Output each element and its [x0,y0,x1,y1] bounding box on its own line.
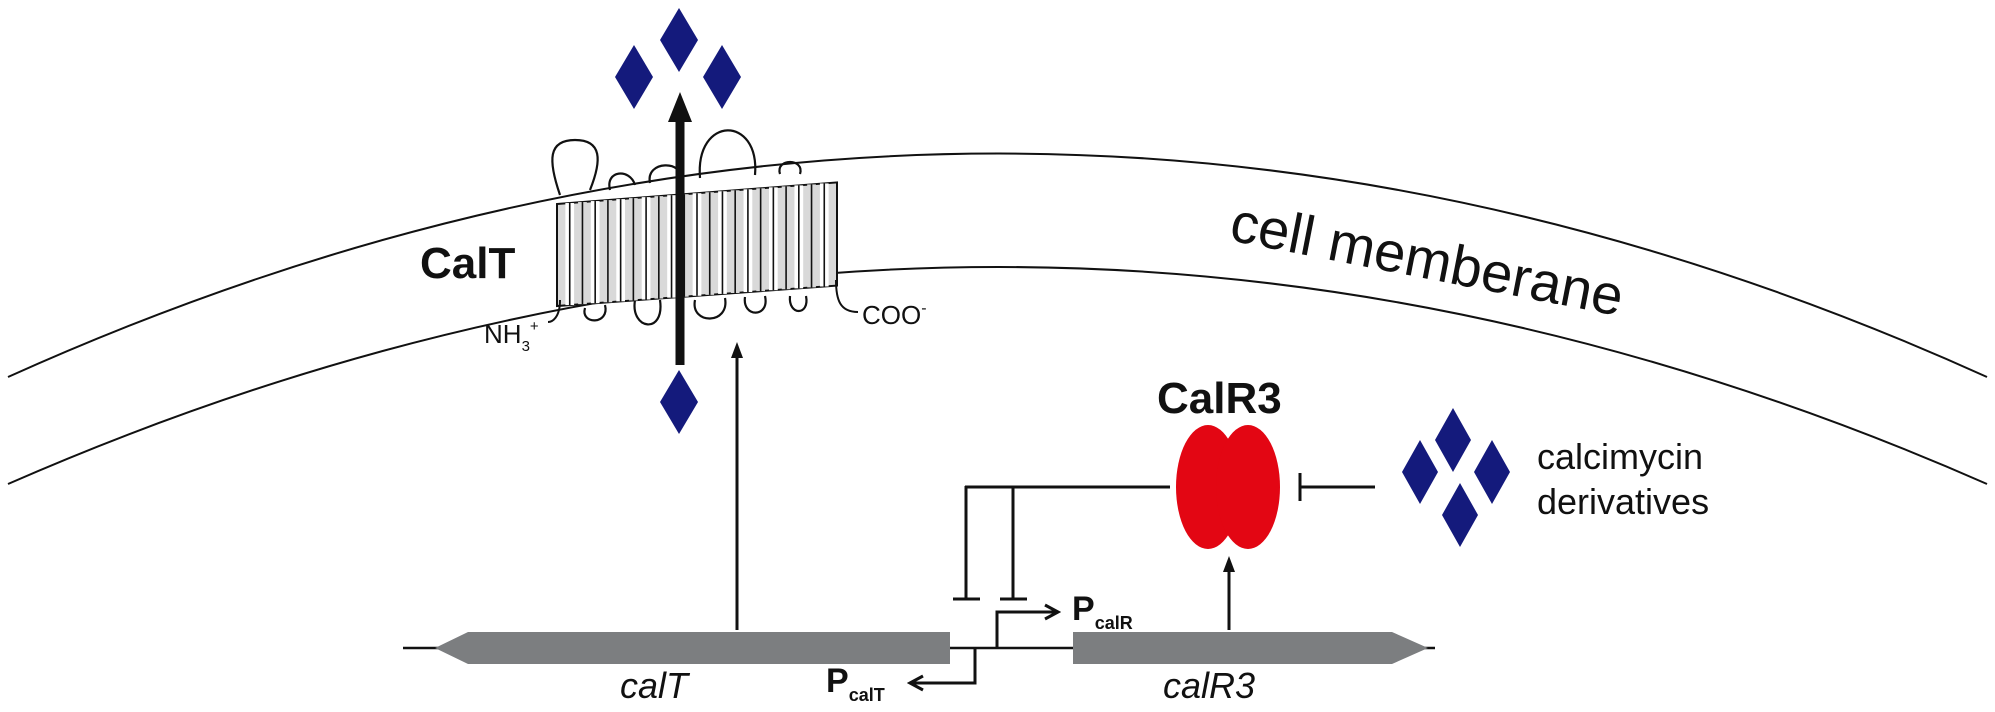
calr3-lobe-right [1216,425,1280,549]
ligand-diamond [1435,408,1471,472]
membrane-inner-arc [7,266,1988,485]
membrane-outer-arc [7,152,1988,378]
ligand-label-line2: derivatives [1537,481,1709,522]
promoter-calt-arrow [910,647,977,683]
c-terminus-label: COO- [862,300,927,330]
promoter-calr-arrow [995,612,1058,647]
calr3-gene [1073,632,1428,664]
calt-expression-arrowhead [731,342,743,358]
calt-gene [435,632,950,664]
ligand-inhibition [1298,473,1375,501]
calr3-expression-arrowhead [1223,556,1235,572]
transport-arrow-head [668,92,692,122]
ligand-diamond [1442,483,1478,547]
promoter-calt-label: PcalT [826,662,885,705]
calr3-gene-label: calR3 [1163,665,1255,706]
ligand-diamond [1474,440,1510,504]
ligand-cluster [1402,408,1510,547]
ligand-diamond [1402,440,1438,504]
c-terminus-tail [835,279,859,313]
promoter-calr-label: PcalR [1072,590,1133,633]
calr3-repression [953,485,1170,601]
exported-ligands [615,8,741,109]
ligand-diamond [660,8,698,72]
n-terminus-label: NH3+ [484,318,539,355]
ligand-label-line1: calcimycin [1537,436,1703,477]
calt-loops [551,129,808,326]
calt-label: CalT [420,239,515,288]
n-terminus-tail [547,299,561,323]
ligand-diamond [703,45,741,109]
calr3-label: CalR3 [1157,374,1282,423]
calt-gene-label: calT [620,665,691,706]
ligand-diamond-intracellular [660,370,698,434]
calt-transporter-body [556,181,838,308]
ligand-diamond [615,45,653,109]
